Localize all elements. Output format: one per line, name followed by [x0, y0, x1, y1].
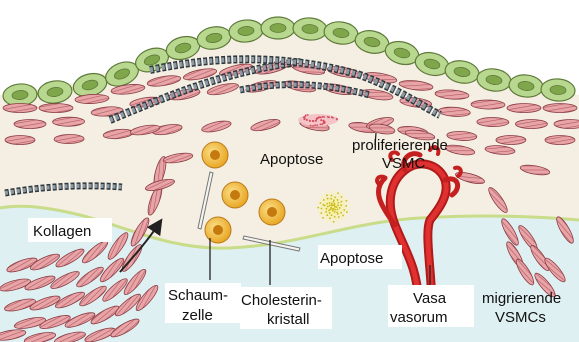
foam-cell: [205, 217, 231, 243]
label-kollagen: Kollagen: [33, 223, 91, 240]
smooth-muscle-cell: [554, 120, 579, 129]
smooth-muscle-cell: [14, 120, 46, 129]
label-apoptose-lower: Apoptose: [320, 250, 383, 267]
smooth-muscle-cell: [496, 136, 526, 145]
label-zelle: zelle: [182, 307, 213, 324]
label-apoptose-upper: Apoptose: [260, 151, 323, 168]
smooth-muscle-cell: [515, 120, 547, 129]
smooth-muscle-cell: [477, 117, 509, 126]
label-vsmcs: VSMCs: [495, 309, 546, 326]
smooth-muscle-cell: [543, 104, 577, 113]
smooth-muscle-cell: [54, 134, 84, 143]
apoptosis-yellow-cell: [315, 189, 351, 225]
smooth-muscle-cell: [53, 117, 85, 126]
smooth-muscle-cell: [5, 136, 35, 145]
smooth-muscle-cell: [545, 136, 575, 145]
label-proliferierende: proliferierende: [352, 137, 448, 154]
endothelial-cell: [261, 17, 295, 39]
label-cholesterin: Cholesterin-: [241, 292, 322, 309]
label-migrierende: migrierende: [482, 290, 561, 307]
foam-cell: [259, 199, 285, 225]
smooth-muscle-cell: [39, 104, 73, 113]
label-vasorum: vasorum: [390, 309, 448, 326]
label-vsmc: VSMC: [382, 155, 426, 172]
foam-cell: [222, 182, 248, 208]
label-schaum: Schaum-: [168, 287, 228, 304]
smooth-muscle-cell: [3, 104, 37, 113]
label-kristall: kristall: [267, 311, 310, 328]
foam-cell: [202, 142, 228, 168]
label-vasa: Vasa: [413, 290, 447, 307]
smooth-muscle-cell: [471, 100, 505, 110]
smooth-muscle-cell: [507, 104, 541, 113]
